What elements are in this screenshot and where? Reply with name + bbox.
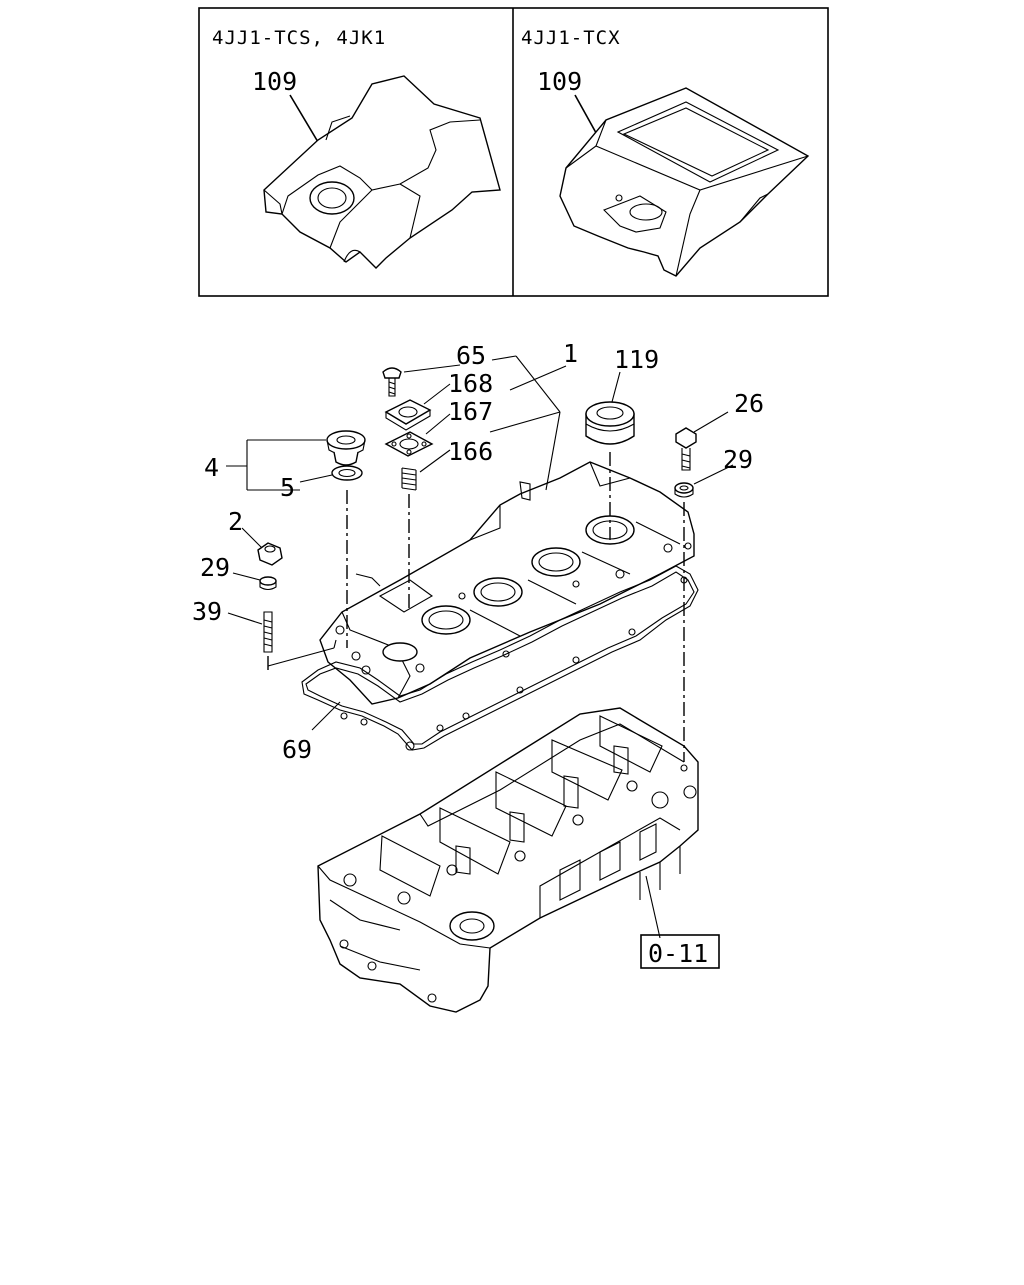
callout-166: 166 <box>448 437 493 466</box>
callout-2: 2 <box>228 507 243 536</box>
inset-left: 4JJ1-TCS, 4JK1 109 <box>212 27 501 269</box>
cylinder-head-drawing <box>317 707 699 1013</box>
reference-label: 0-11 <box>648 939 708 968</box>
callout-26: 26 <box>734 389 764 418</box>
cylinder-head-cover-drawing <box>319 461 695 705</box>
alignment-lines <box>267 452 685 762</box>
inset-left-title: 4JJ1-TCS, 4JK1 <box>212 27 386 49</box>
inset-right-title: 4JJ1-TCX <box>521 27 621 49</box>
reference-box: 0-11 <box>640 934 720 969</box>
callout-168: 168 <box>448 369 493 398</box>
bolt-26-drawing <box>674 427 697 498</box>
callouts: 65 1 119 168 167 166 26 29 4 5 2 29 39 6… <box>192 339 764 764</box>
plug-seal-drawing <box>585 401 635 445</box>
engine-cover-tcx-drawing <box>559 87 810 277</box>
callout-4: 4 <box>204 453 219 482</box>
callout-109-right: 109 <box>537 67 582 96</box>
callout-39: 39 <box>192 597 222 626</box>
nut-2-washer-29-stud-39-drawing <box>257 542 283 653</box>
oil-filler-cap-drawing <box>326 430 366 481</box>
callout-29-right: 29 <box>723 445 753 474</box>
callout-29-left: 29 <box>200 553 230 582</box>
callout-65: 65 <box>456 341 486 370</box>
callout-119: 119 <box>614 345 659 374</box>
callout-167: 167 <box>448 397 493 426</box>
breather-assembly-drawing <box>382 367 434 491</box>
engine-cover-tcs-drawing <box>263 75 501 269</box>
inset-frame <box>198 7 829 297</box>
callout-69: 69 <box>282 735 312 764</box>
inset-right: 4JJ1-TCX 109 <box>521 27 810 277</box>
callout-1: 1 <box>563 339 578 368</box>
callout-5: 5 <box>280 473 295 502</box>
callout-109-left: 109 <box>252 67 297 96</box>
leader-lines <box>226 355 734 939</box>
